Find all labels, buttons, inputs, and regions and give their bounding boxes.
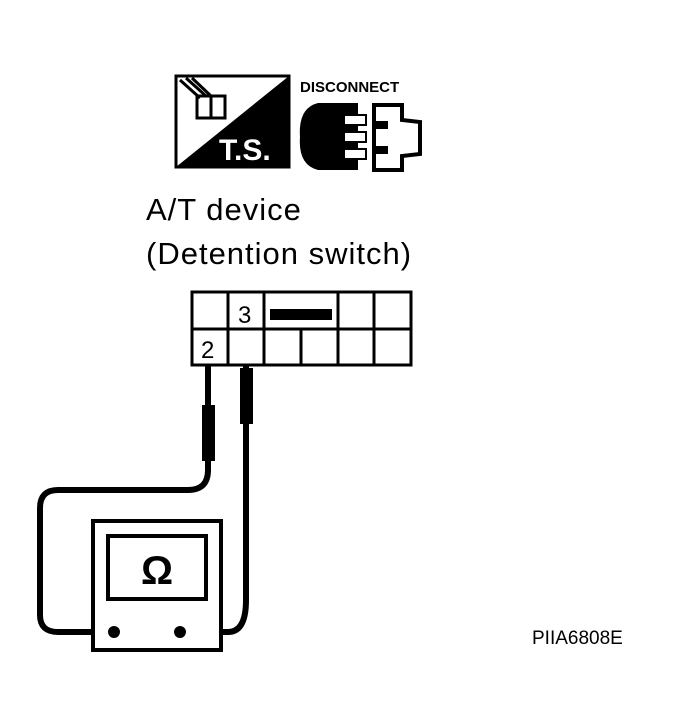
disconnect-icon: DISCONNECT [299,79,422,172]
probe-lead-terminal-2 [37,366,215,635]
ohm-symbol: Ω [141,549,173,593]
ts-icon: T.S. [174,74,291,169]
terminal-3-label: 3 [238,302,251,329]
meter-terminal-positive [174,626,186,638]
device-detail-label: (Detention switch) [146,236,412,271]
connector-probe-icon [178,76,227,120]
disconnect-plug-right [372,103,422,172]
ohmmeter: Ω [91,519,223,652]
disconnect-label: DISCONNECT [300,79,399,96]
probe-lead-terminal-3 [180,366,253,635]
reference-code: PIIA6808E [532,628,623,649]
harness-connector [190,290,413,367]
terminal-2-label: 2 [201,337,214,364]
meter-terminal-negative [108,626,120,638]
connector-lock-tab [270,309,332,320]
ts-label: T.S. [219,134,271,167]
device-name-label: A/T device [146,192,302,227]
